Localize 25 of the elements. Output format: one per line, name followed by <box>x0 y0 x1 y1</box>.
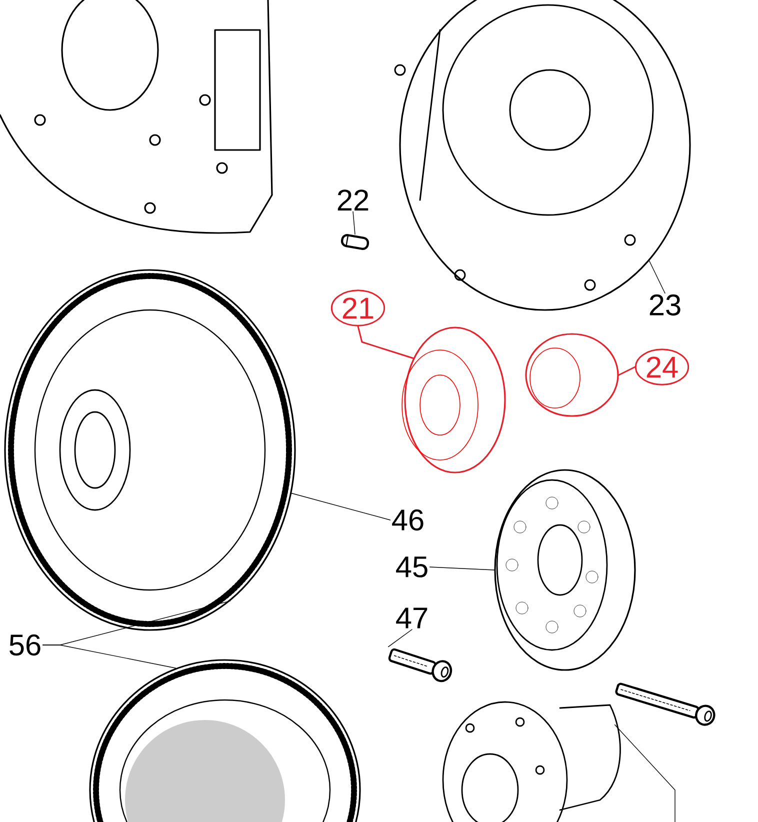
bolt-drawing <box>388 648 452 682</box>
callout-number: 22 <box>338 190 368 210</box>
callout-number: 45 <box>396 556 428 578</box>
leader-line <box>357 326 414 359</box>
flywheel-drawing <box>89 659 361 822</box>
leader-line <box>352 211 356 235</box>
callout-number: 47 <box>396 608 428 628</box>
circled-callout: 24 <box>634 348 690 386</box>
leader-line <box>614 724 676 822</box>
leader-line <box>648 260 666 294</box>
circled-callout: 21 <box>330 290 386 326</box>
flywheel-drawing <box>4 269 296 631</box>
leader-line <box>291 492 391 520</box>
leader-line <box>618 366 636 376</box>
callout-number: 46 <box>392 509 424 531</box>
callout-number: 23 <box>650 294 680 316</box>
leader-line <box>429 566 495 570</box>
pulley-drawing <box>494 469 636 671</box>
callout-number: 56 <box>10 634 40 656</box>
seal-drawing <box>402 326 506 474</box>
bush-drawing <box>525 333 619 417</box>
pin-drawing <box>340 234 370 250</box>
leader-line <box>42 644 176 668</box>
bolt-drawing <box>615 682 716 726</box>
leader-line <box>388 629 412 648</box>
